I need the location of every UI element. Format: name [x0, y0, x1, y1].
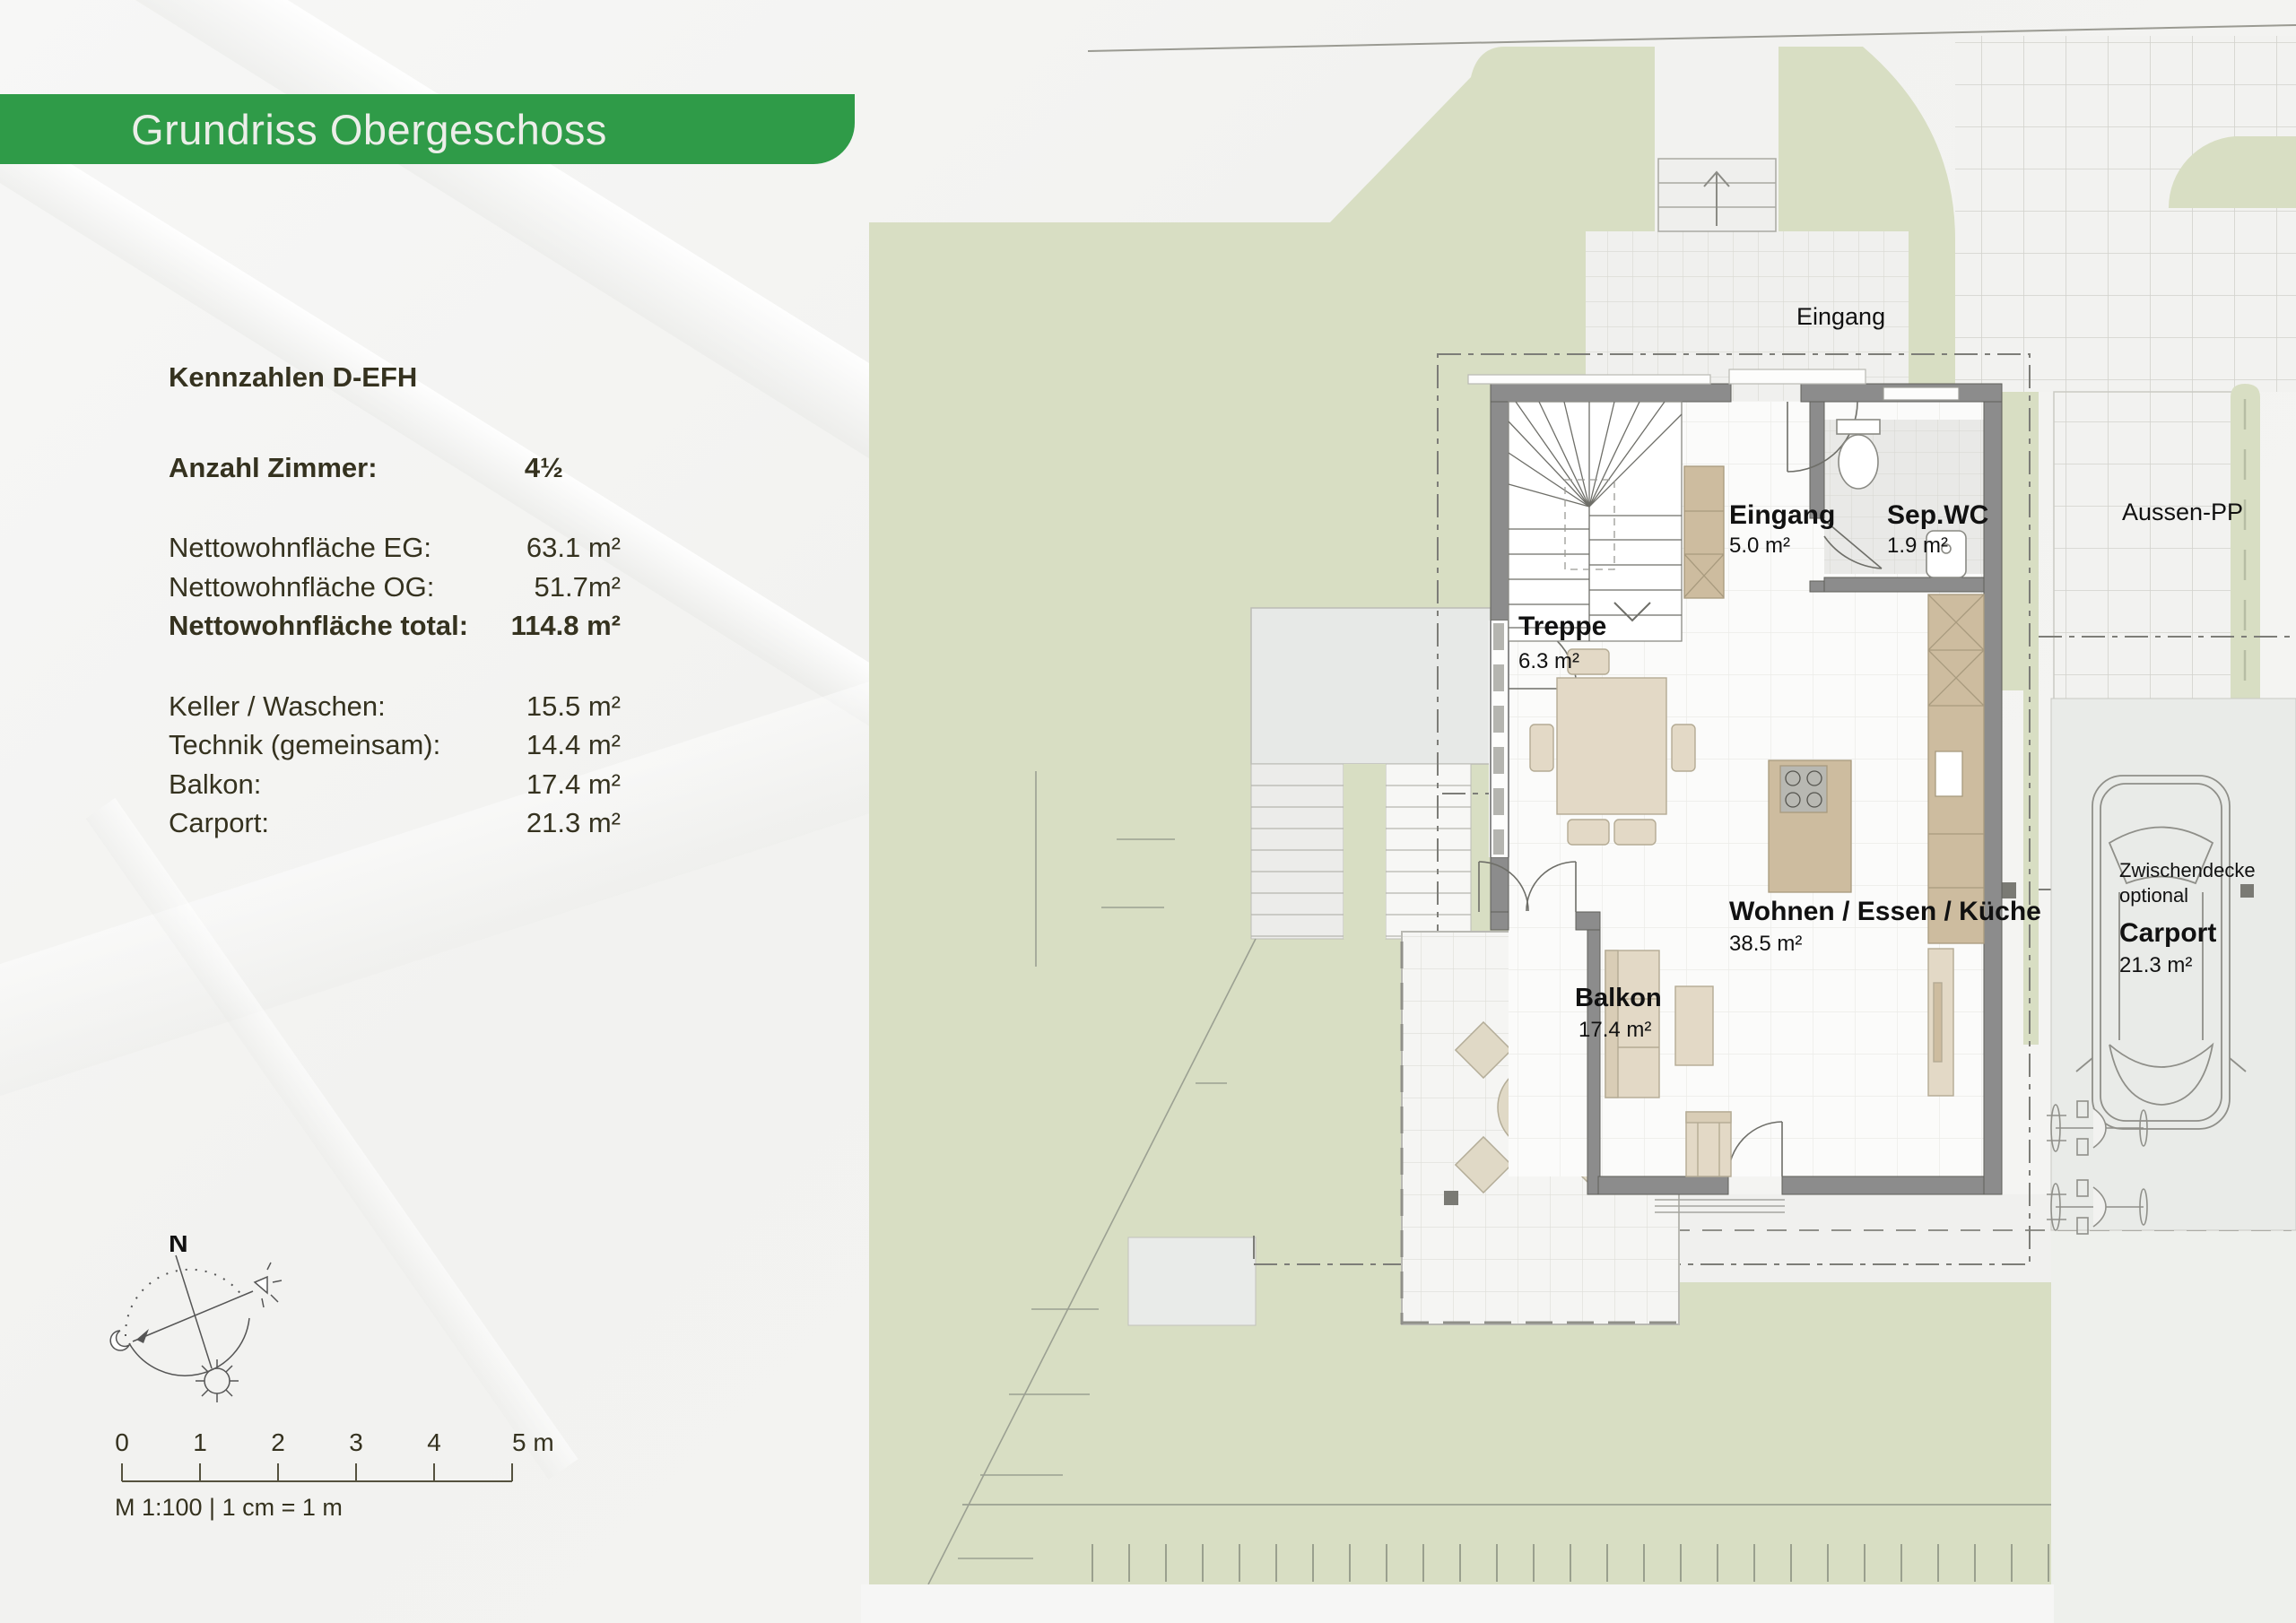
- stats-value: 51.7m²: [534, 570, 621, 603]
- room-wohnen-area: 38.5 m²: [1729, 932, 1802, 956]
- scale-tick-label: 4: [427, 1428, 441, 1456]
- steps-direction-arrow: [1703, 170, 1730, 226]
- room-wohnen-name: Wohnen / Essen / Küche: [1729, 897, 2041, 926]
- toilet-icon: [1836, 419, 1881, 490]
- west-terrace: [1250, 607, 1492, 765]
- balcony-post: [1444, 1191, 1458, 1205]
- staircase: [1508, 401, 1683, 642]
- room-eingang-name: Eingang: [1729, 500, 1835, 530]
- room-balkon-name: Balkon: [1575, 984, 1662, 1012]
- building: [1467, 369, 2003, 1213]
- stats-row: Nettowohnfläche OG: 51.7m²: [169, 568, 621, 607]
- wardrobe: [1683, 465, 1725, 599]
- lower-landing: [1127, 1237, 1257, 1326]
- stats-row: Keller / Waschen: 15.5 m²: [169, 687, 621, 726]
- stats-label: Nettowohnfläche EG:: [169, 532, 431, 563]
- stats-label: Keller / Waschen:: [169, 690, 386, 722]
- stats-value: 63.1 m²: [526, 532, 621, 563]
- bike-icons: [2046, 1100, 2148, 1235]
- stats-row: Technik (gemeinsam): 14.4 m²: [169, 725, 621, 765]
- scale-tick-label: 3: [349, 1428, 363, 1456]
- scale-caption: M 1:100 | 1 cm = 1 m: [115, 1494, 343, 1521]
- stats-value: 21.3 m²: [526, 807, 621, 838]
- stats-label: Anzahl Zimmer:: [169, 451, 378, 483]
- sun-icon: [196, 1359, 239, 1402]
- stats-value: 114.8 m²: [510, 610, 621, 641]
- title-banner: Grundriss Obergeschoss: [0, 94, 855, 164]
- stair-fan-line: [1508, 452, 1590, 508]
- car-icon: [2075, 775, 2247, 1130]
- cooktop-icon: [1779, 765, 1828, 813]
- carport-note-1: Zwischendecke: [2119, 859, 2256, 881]
- room-eingang-area: 5.0 m²: [1729, 534, 1790, 558]
- compass-rose: N: [109, 1236, 283, 1402]
- stair-fan-line: [1588, 413, 1683, 508]
- key-figures-panel: Kennzahlen D-EFH Anzahl Zimmer: 4½ Nettowo…: [169, 358, 621, 843]
- stats-row: Nettowohnfläche total: 114.8 m²: [169, 606, 621, 646]
- stats-label: Nettowohnfläche total:: [169, 610, 469, 641]
- evening-sun-icon: [253, 1262, 283, 1308]
- stats-label: Nettowohnfläche OG:: [169, 570, 435, 603]
- carport-post: [2000, 882, 2016, 898]
- key-figures-heading: Kennzahlen D-EFH: [169, 361, 418, 393]
- dining-set: [1529, 648, 1696, 846]
- washbasin-icon: [1926, 530, 1967, 578]
- garden-contours: [927, 771, 1257, 1585]
- stats-row: Anzahl Zimmer: 4½: [169, 448, 621, 488]
- dining-table: [1556, 677, 1667, 815]
- stats-value: 14.4 m²: [526, 729, 621, 760]
- stats-row: Nettowohnfläche EG: 63.1 m²: [169, 528, 621, 568]
- stair-fan-line: [1508, 483, 1590, 508]
- stats-label: Technik (gemeinsam):: [169, 729, 441, 760]
- stats-label: Carport:: [169, 807, 269, 838]
- compass-north-label: N: [169, 1236, 188, 1258]
- carport-name: Carport: [2119, 918, 2216, 948]
- living-furniture: [1605, 948, 1954, 1177]
- scale-tick-label: 0: [115, 1428, 129, 1456]
- stats-row: Balkon: 17.4 m²: [169, 765, 621, 804]
- kitchen-island: [1768, 759, 1852, 893]
- kitchen-counter: [1927, 594, 1985, 944]
- exterior-stair-west: [1250, 763, 1472, 940]
- carport-area: 21.3 m²: [2119, 953, 2192, 977]
- stats-label: Balkon:: [169, 768, 262, 800]
- stats-value: 4½: [524, 451, 563, 483]
- fence-ticks: [1091, 1544, 2049, 1582]
- aussen-pp-label: Aussen-PP: [2122, 499, 2243, 525]
- entrance-plaza-paving: [1955, 36, 2296, 392]
- stair-fan-line: [1563, 401, 1590, 508]
- stair-fan-line: [1588, 401, 1615, 508]
- carport-post: [2240, 884, 2254, 898]
- scale-bar: 0 1 2 3 4 5 m M 1:100 | 1 cm = 1 m: [115, 1428, 554, 1521]
- room-balkon-area: 17.4 m²: [1578, 1018, 1651, 1042]
- stats-value: 17.4 m²: [526, 768, 621, 800]
- room-wc-area: 1.9 m²: [1887, 534, 1948, 558]
- room-treppe-name: Treppe: [1518, 612, 1606, 641]
- west-window: [1489, 621, 1509, 857]
- site-entrance-label: Eingang: [1796, 303, 1885, 330]
- stair-fan-line: [1515, 401, 1590, 508]
- south-paving: [1679, 1194, 2051, 1282]
- page-title: Grundriss Obergeschoss: [131, 105, 607, 153]
- moon-icon: [109, 1330, 131, 1351]
- stats-value: 15.5 m²: [526, 690, 621, 722]
- walls: [1490, 383, 2003, 1195]
- stats-row: Carport: 21.3 m²: [169, 803, 621, 843]
- road-area: [2051, 1210, 2296, 1623]
- scale-tick-label: 5 m: [512, 1428, 554, 1456]
- scale-tick-label: 1: [193, 1428, 207, 1456]
- stair-fan-line: [1588, 401, 1640, 508]
- coffee-table: [1674, 985, 1714, 1066]
- room-treppe-area: 6.3 m²: [1518, 649, 1579, 673]
- stair-fan-line: [1538, 401, 1590, 508]
- scale-tick-label: 2: [271, 1428, 285, 1456]
- stair-fan-line: [1588, 401, 1665, 508]
- room-wc-name: Sep.WC: [1887, 500, 1988, 530]
- south-sill: [1655, 1199, 1785, 1213]
- carport: [2000, 698, 2296, 1235]
- plan-labels: Eingang Aussen-PP Eingang 5.0 m² Sep.WC …: [1518, 303, 2256, 1042]
- carport-note-2: optional: [2119, 884, 2188, 907]
- stair-fan-line: [1508, 421, 1590, 508]
